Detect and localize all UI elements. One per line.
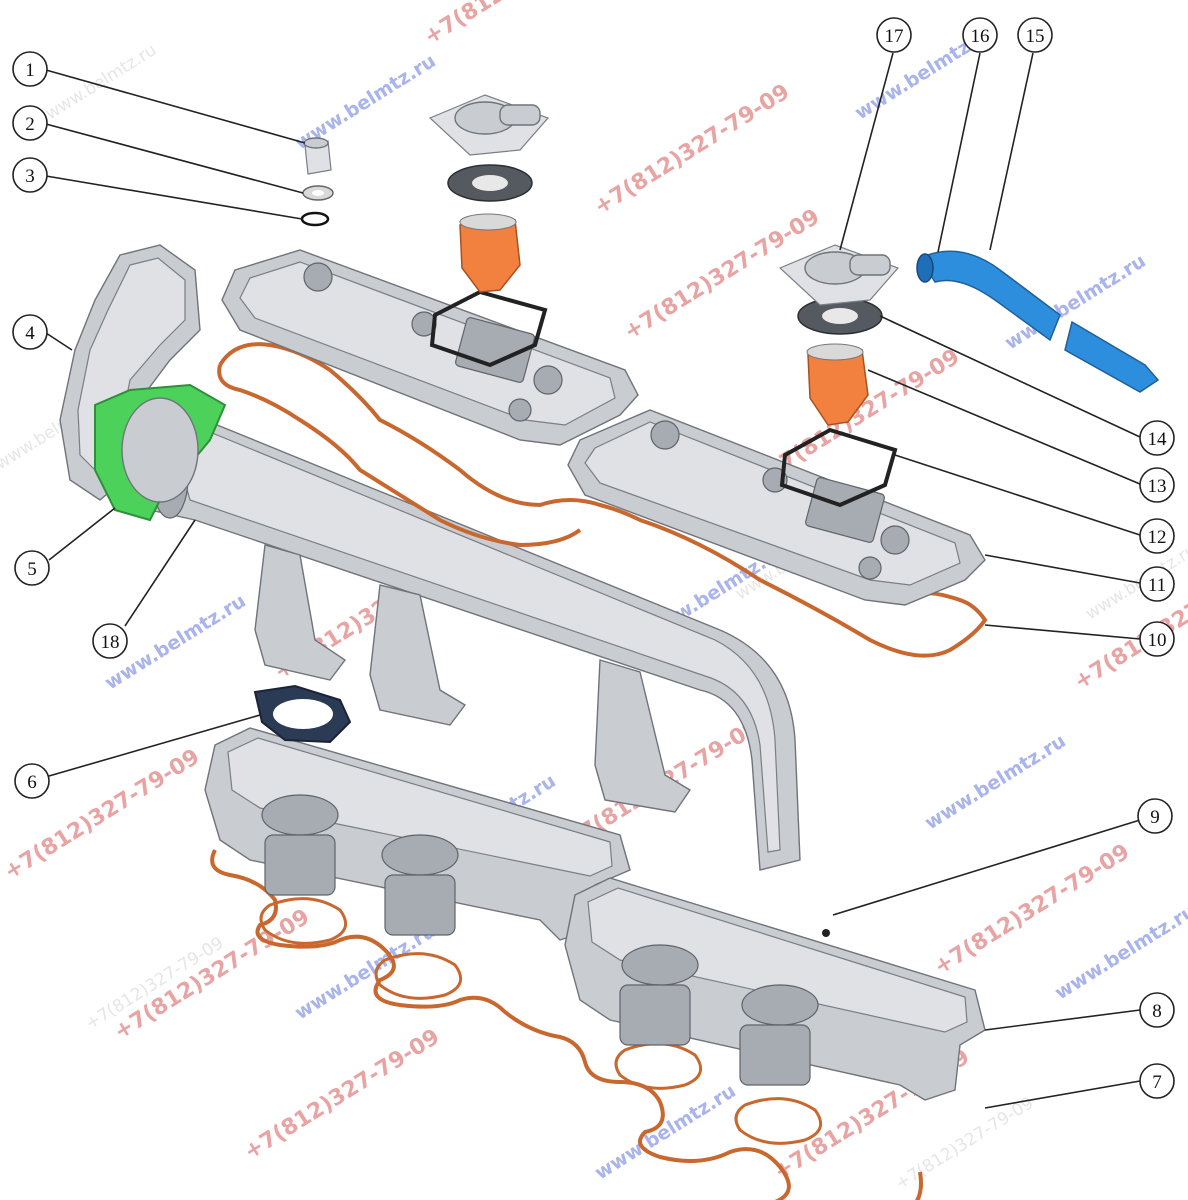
- callout-number: 6: [27, 772, 37, 793]
- leader-line: [45, 332, 73, 351]
- lower-manifold-gaskets: [210, 849, 923, 1200]
- lower-manifold-right: [564, 877, 986, 1101]
- watermark-phone: +7(812)327-79-09: [892, 1093, 1037, 1194]
- thermostat-seal-left: [447, 164, 533, 202]
- callout-6: 6: [14, 763, 50, 799]
- leader-line: [48, 507, 116, 561]
- dark-flange-gasket: [253, 684, 352, 744]
- leader-line: [832, 819, 1141, 916]
- leader-line: [984, 554, 1141, 584]
- callout-number: 3: [25, 166, 35, 187]
- leader-line: [894, 454, 1141, 536]
- leader-line: [989, 52, 1034, 251]
- watermark-site: www.belmtz.ru: [921, 730, 1070, 834]
- callout-9: 9: [1137, 798, 1173, 834]
- callout-number: 9: [1150, 807, 1160, 828]
- callout-11: 11: [1139, 566, 1175, 602]
- callout-4: 4: [12, 314, 48, 350]
- watermark-phone: +7(812)327-79-09: [420, 0, 624, 50]
- callout-7: 7: [1139, 1063, 1175, 1099]
- leader-line: [867, 369, 1141, 485]
- callout-number: 10: [1148, 630, 1167, 651]
- leader-line: [45, 69, 306, 144]
- callout-number: 11: [1148, 575, 1166, 596]
- watermark-phone: +7(812)327-79-09: [590, 80, 794, 221]
- leader-line: [45, 175, 303, 220]
- callout-number: 17: [885, 26, 904, 47]
- leader-line: [937, 52, 981, 253]
- callout-2: 2: [12, 105, 48, 141]
- thermostat-housing-right: [778, 244, 900, 306]
- callout-number: 15: [1026, 26, 1045, 47]
- sealing-washer: [302, 185, 334, 201]
- callout-15: 15: [1017, 17, 1053, 53]
- leader-line: [984, 1080, 1141, 1109]
- leader-line: [45, 123, 304, 194]
- green-flange-gasket: [94, 383, 227, 522]
- callout-1: 1: [12, 51, 48, 87]
- valve-cover-left: [221, 249, 639, 446]
- callout-18: 18: [92, 623, 128, 659]
- callout-number: 4: [25, 323, 35, 344]
- leader-line: [984, 1009, 1141, 1031]
- callout-number: 12: [1148, 527, 1167, 548]
- callout-number: 8: [1152, 1001, 1162, 1022]
- leader-lines: [45, 52, 1141, 1109]
- callout-number: 5: [27, 559, 37, 580]
- stud-icon: [822, 929, 830, 937]
- watermark-site: www.belmtz.ru: [591, 1080, 740, 1184]
- callout-number: 14: [1148, 429, 1168, 450]
- watermark-site: www.belmtz.ru: [42, 40, 160, 124]
- thermostat-seal-right: [797, 297, 883, 335]
- leader-line: [48, 714, 261, 777]
- callout-number: 18: [101, 632, 120, 653]
- thermostat-right: [806, 343, 869, 426]
- callout-14: 14: [1139, 420, 1175, 456]
- drain-plug: [303, 137, 332, 175]
- thermostat-gasket-right: [779, 427, 898, 508]
- thermostat-housing-left: [428, 94, 550, 156]
- callout-16: 16: [962, 17, 998, 53]
- callout-10: 10: [1139, 621, 1175, 657]
- thermostat-left: [459, 213, 521, 293]
- valve-cover-right: [567, 409, 986, 606]
- callout-13: 13: [1139, 467, 1175, 503]
- leader-line: [839, 52, 894, 251]
- callout-5: 5: [14, 550, 50, 586]
- callout-8: 8: [1139, 992, 1175, 1028]
- coolant-hose: [916, 250, 1160, 393]
- callout-17: 17: [876, 17, 912, 53]
- callout-number: 7: [1152, 1072, 1162, 1093]
- lower-manifold-left: [204, 727, 631, 941]
- leader-line: [124, 519, 196, 627]
- watermark-site: www.belmtz.ru: [1051, 900, 1188, 1004]
- o-ring: [300, 211, 330, 227]
- watermark-phone: +7(812)327-79-09: [110, 905, 314, 1046]
- watermark-phone: +7(812)327-79-09: [240, 1025, 444, 1166]
- callout-number: 2: [25, 114, 35, 135]
- callout-number: 1: [25, 60, 35, 81]
- callout-3: 3: [12, 157, 48, 193]
- callout-12: 12: [1139, 518, 1175, 554]
- leader-line: [984, 624, 1141, 640]
- callout-number: 16: [971, 26, 990, 47]
- callout-number: 13: [1148, 476, 1167, 497]
- leader-line: [879, 315, 1141, 438]
- valve-cover-gasket: [217, 342, 988, 658]
